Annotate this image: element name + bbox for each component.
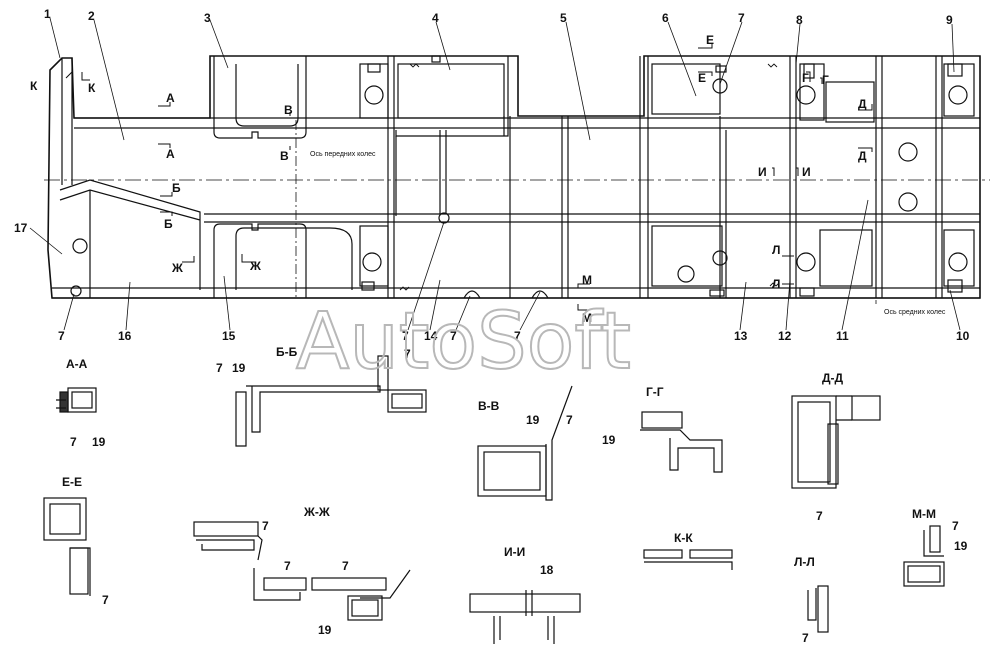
mark-zh-right: Ж [249,259,261,273]
front-axle-note: Ось передних колес [310,151,376,158]
callout-12: 12 [778,329,792,343]
aa-callout-7: 7 [70,435,77,449]
section-mark-labels: К К А А Б Б В В Ж Ж Е Е Г Г Д Д И И Л Л … [30,33,867,325]
mark-i-left: И [758,165,767,179]
mark-b-bottom: Б [164,217,173,231]
mark-g-left: Г [802,71,809,85]
aa-callout-19: 19 [92,435,106,449]
callout-10: 10 [956,329,970,343]
zhzh-callout-7b: 7 [284,559,291,573]
mark-k-left: К [30,79,38,93]
gg-callout-19: 19 [602,433,616,447]
mark-e-bottom: Е [698,71,706,85]
title-ll: Л-Л [794,555,815,569]
zhzh-callout-19: 19 [318,623,332,637]
vv-callout-19: 19 [526,413,540,427]
mark-a-bottom: А [166,147,175,161]
leader-lines [29,17,961,331]
callout-7-b: 7 [402,329,409,343]
callout-2: 2 [88,9,95,23]
mark-a-top: А [166,91,175,105]
section-title-labels: А-А Б-Б В-В Г-Г Д-Д Е-Е Ж-Ж И-И К-К Л-Л … [62,345,936,569]
callout-7-a: 7 [58,329,65,343]
mm-callout-19: 19 [954,539,968,553]
section-bb-detail [235,355,427,447]
mark-v-bottom: В [280,149,289,163]
bb-callout-19: 19 [232,361,246,375]
callout-14: 14 [424,329,438,343]
callout-labels: 1 2 3 4 5 6 7 8 9 10 11 12 13 14 15 16 1… [14,7,970,343]
rear-axle-note: Ось средних колес [884,309,946,316]
vv-callout-7: 7 [566,413,573,427]
section-gg-detail [640,411,723,473]
title-aa: А-А [66,357,88,371]
mark-i-right: И [802,165,811,179]
section-dd-detail [791,395,881,489]
section-ee-detail [43,497,91,596]
callout-8: 8 [796,13,803,27]
zhzh-callout-7c: 7 [342,559,349,573]
callout-13: 13 [734,329,748,343]
callout-7-d: 7 [514,329,521,343]
bb-callout-7b: 7 [404,347,411,361]
watermark-text: AutoSoft [296,297,631,387]
callout-3: 3 [204,11,211,25]
callout-5: 5 [560,11,567,25]
dd-callout-7: 7 [816,509,823,523]
section-aa-detail [56,387,97,413]
mark-d-top: Д [858,97,867,111]
title-ee: Е-Е [62,475,82,489]
title-vv: В-В [478,399,500,413]
main-frame-plan [44,55,990,304]
callout-17: 17 [14,221,28,235]
section-kk-detail [643,549,733,570]
callout-9: 9 [946,13,953,27]
mark-l-bottom: Л [772,277,780,291]
title-dd: Д-Д [822,371,844,385]
section-markers [65,44,873,311]
mark-e-top: Е [706,33,714,47]
annotation-labels: Ось передних колес Ось средних колес [310,151,946,316]
callout-7-c: 7 [450,329,457,343]
section-zhzh-detail [193,521,411,621]
title-mm: М-М [912,507,936,521]
title-zhzh: Ж-Ж [303,505,330,519]
ii-callout-18: 18 [540,563,554,577]
mark-m-top: М [582,273,592,287]
callout-11: 11 [836,329,849,343]
zhzh-callout-7a: 7 [262,519,269,533]
callout-4: 4 [432,11,439,25]
title-gg: Г-Г [646,385,664,399]
callout-15: 15 [222,329,236,343]
section-ii-detail [469,590,581,644]
ll-callout-7: 7 [802,631,809,645]
title-kk: К-К [674,531,693,545]
title-bb: Б-Б [276,345,298,359]
section-mm-detail [903,525,945,587]
ee-callout-7: 7 [102,593,109,607]
callout-6: 6 [662,11,669,25]
mark-d-bottom: Д [858,149,867,163]
mark-v-top: В [284,103,293,117]
callout-16: 16 [118,329,132,343]
section-ll-detail [807,585,829,633]
section-vv-detail [477,385,573,501]
callout-7-top: 7 [738,11,745,25]
mark-k-right: К [88,81,96,95]
mm-callout-7: 7 [952,519,959,533]
mark-m-bottom: М [582,311,592,325]
title-ii: И-И [504,545,525,559]
mark-l-top: Л [772,243,780,257]
mark-zh-left: Ж [171,261,183,275]
mark-g-right: Г [822,73,829,87]
bb-callout-7: 7 [216,361,223,375]
callout-1: 1 [44,7,51,21]
section-callout-labels: 7 19 7 19 7 19 7 19 7 7 7 7 7 19 18 7 7 … [70,347,968,645]
mark-b-top: Б [172,181,181,195]
